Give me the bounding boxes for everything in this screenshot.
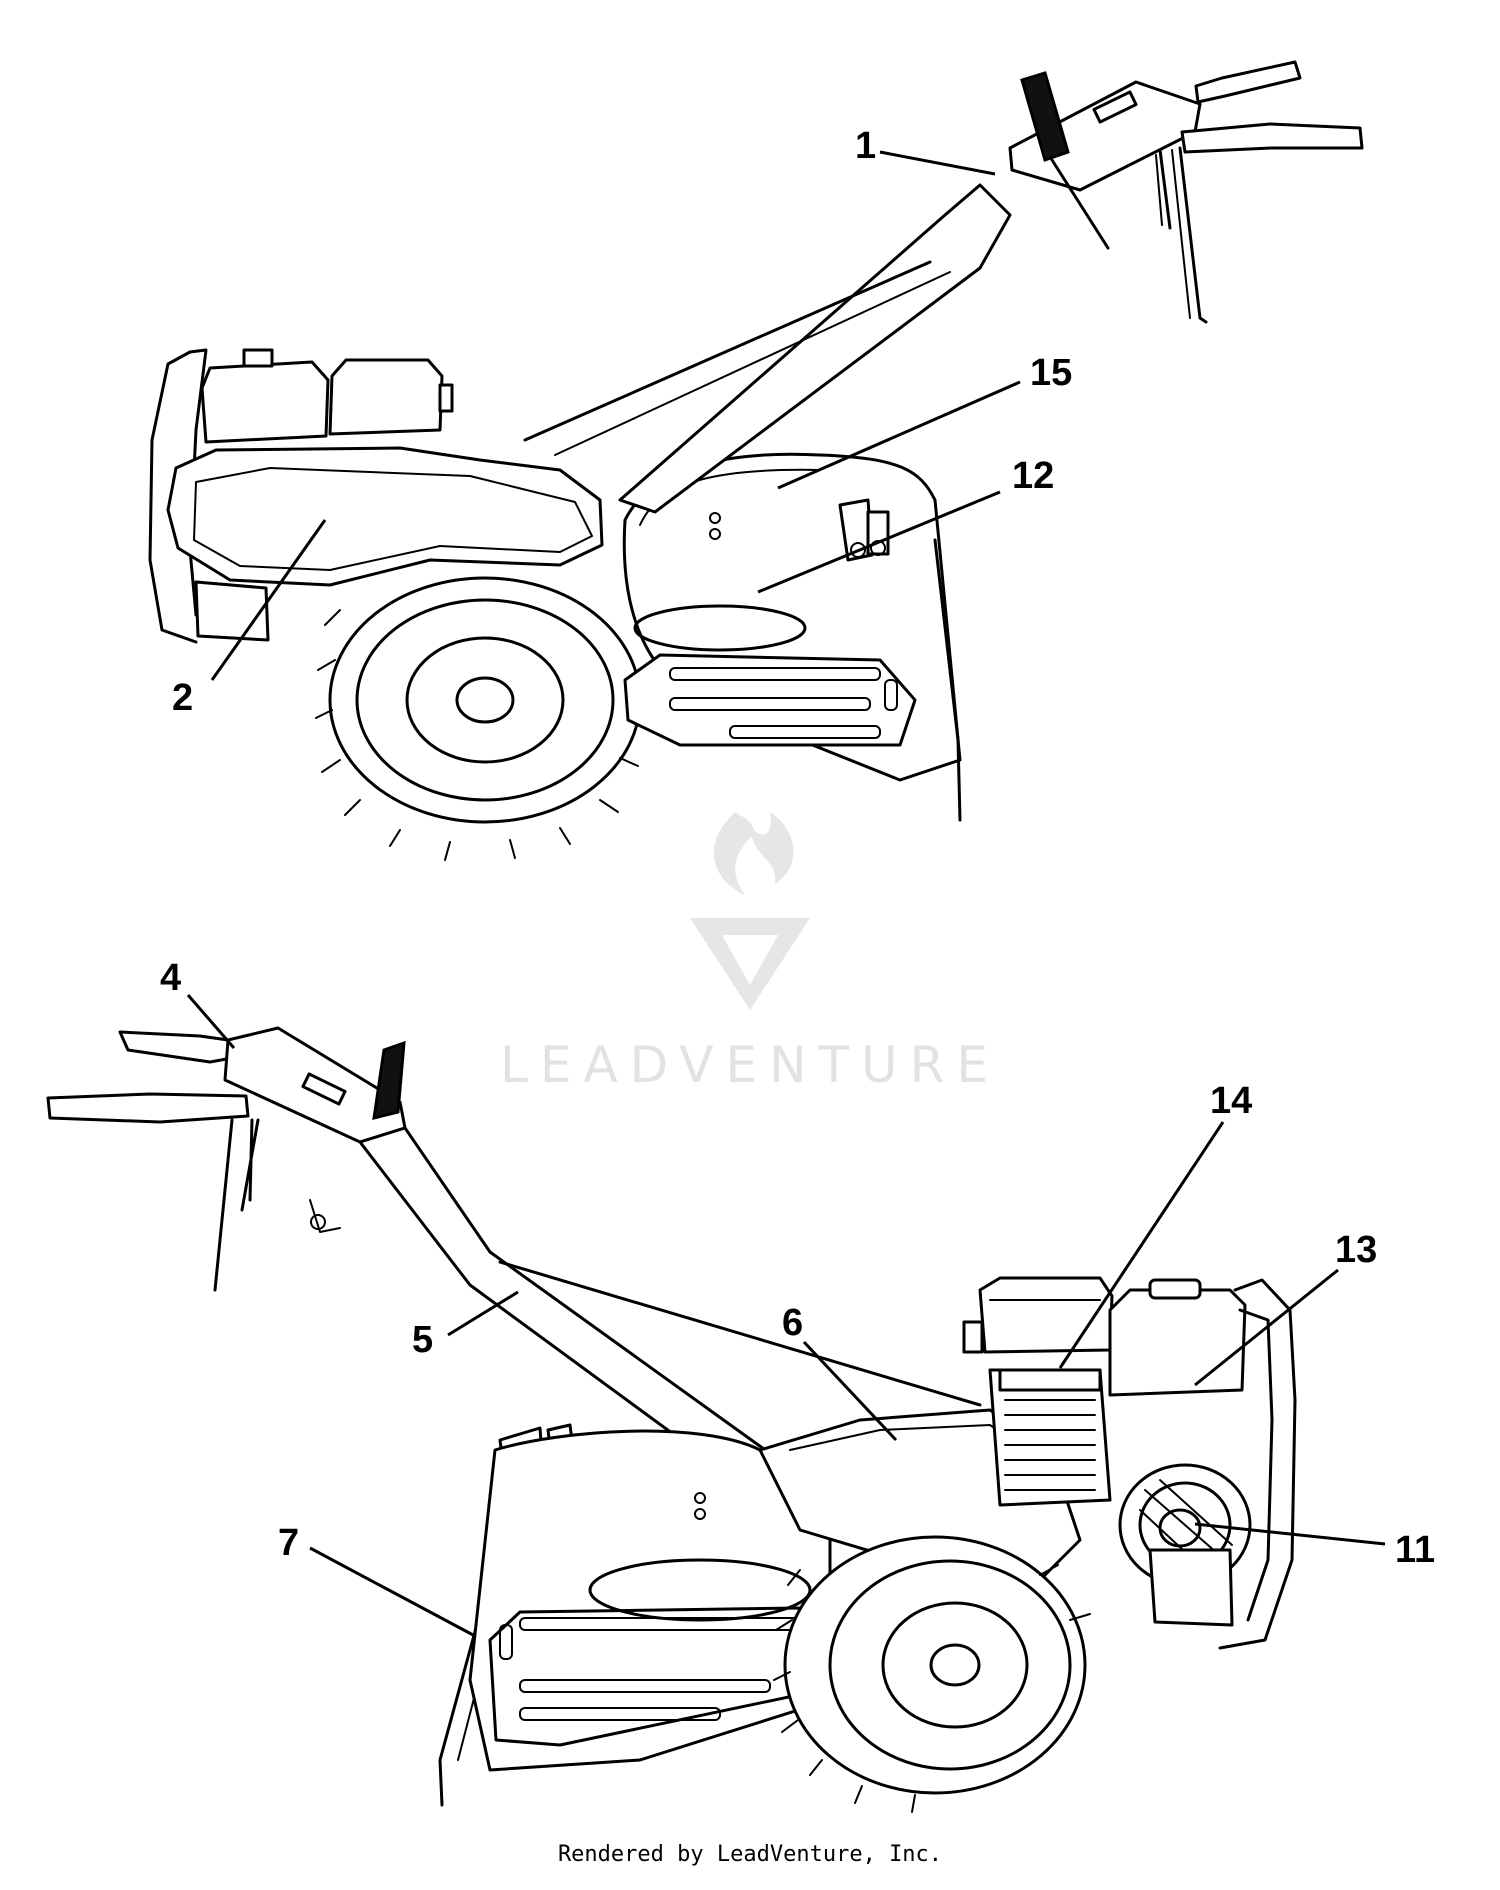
leader-11	[1194, 1522, 1386, 1546]
leader-6	[802, 1340, 898, 1442]
footer-credit: Rendered by LeadVenture, Inc.	[557, 1842, 943, 1867]
callout-6: 6	[782, 1302, 803, 1344]
callout-4: 4	[160, 957, 181, 999]
callout-15: 15	[1030, 352, 1072, 394]
callout-13: 13	[1335, 1229, 1377, 1271]
tiller-side-view-bottom	[46, 1026, 1297, 1813]
tiller-side-view-top	[148, 60, 1364, 861]
watermark-brand: LEADVENTURE	[500, 1036, 1000, 1094]
leader-12	[757, 490, 1001, 594]
leader-15	[777, 380, 1021, 490]
callout-5: 5	[412, 1319, 433, 1361]
callout-2: 2	[172, 677, 193, 719]
leader-5	[447, 1290, 519, 1337]
leader-2	[210, 519, 327, 681]
leadventure-watermark-logo: LEADVENTURE	[500, 812, 1000, 1094]
callout-labels: 1 15 12 2 4 5 6 7 11 13 14	[160, 125, 1435, 1571]
callout-7: 7	[278, 1522, 299, 1564]
callout-14: 14	[1210, 1080, 1252, 1122]
leader-7	[309, 1546, 476, 1638]
callout-11: 11	[1395, 1529, 1435, 1571]
leader-1	[879, 150, 996, 176]
callout-1: 1	[855, 125, 876, 167]
leader-14	[1058, 1121, 1225, 1369]
leader-4	[186, 994, 236, 1049]
leader-lines	[186, 150, 1386, 1638]
leader-13	[1194, 1268, 1339, 1387]
callout-12: 12	[1012, 455, 1054, 497]
